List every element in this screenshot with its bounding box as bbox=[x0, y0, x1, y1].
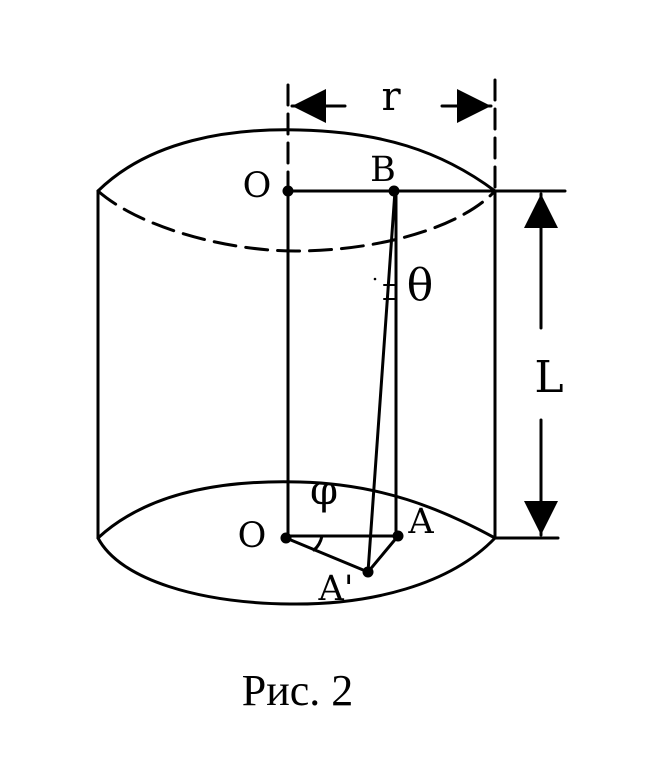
bottom-ellipse-front-arc bbox=[96, 536, 497, 606]
label-L: L bbox=[534, 352, 563, 403]
label-theta: θ bbox=[407, 260, 434, 311]
line-AA-prime bbox=[366, 534, 400, 574]
bottom-ellipse-back-arc bbox=[96, 480, 497, 540]
point-A bbox=[392, 530, 404, 542]
line-BA-prime bbox=[366, 189, 397, 574]
point-O-bottom bbox=[280, 532, 292, 544]
label-A-prime: A' bbox=[318, 569, 354, 609]
label-r: r bbox=[381, 74, 401, 120]
phi-angle-arc bbox=[312, 534, 324, 552]
top-ellipse-front-arc-dashed bbox=[96, 189, 497, 253]
label-O-bottom: O bbox=[238, 516, 267, 556]
point-O-top bbox=[282, 185, 294, 197]
label-B: B bbox=[370, 150, 396, 190]
figure-caption: Рис. 2 bbox=[241, 666, 354, 715]
point-A-prime bbox=[362, 566, 374, 578]
theta-dot bbox=[373, 277, 377, 281]
label-A: A bbox=[407, 502, 434, 542]
label-O-top: O bbox=[243, 166, 272, 206]
point-B bbox=[388, 185, 400, 197]
line-OA-prime bbox=[284, 536, 370, 574]
top-ellipse-back-arc bbox=[96, 128, 497, 193]
label-phi: φ bbox=[310, 468, 338, 514]
